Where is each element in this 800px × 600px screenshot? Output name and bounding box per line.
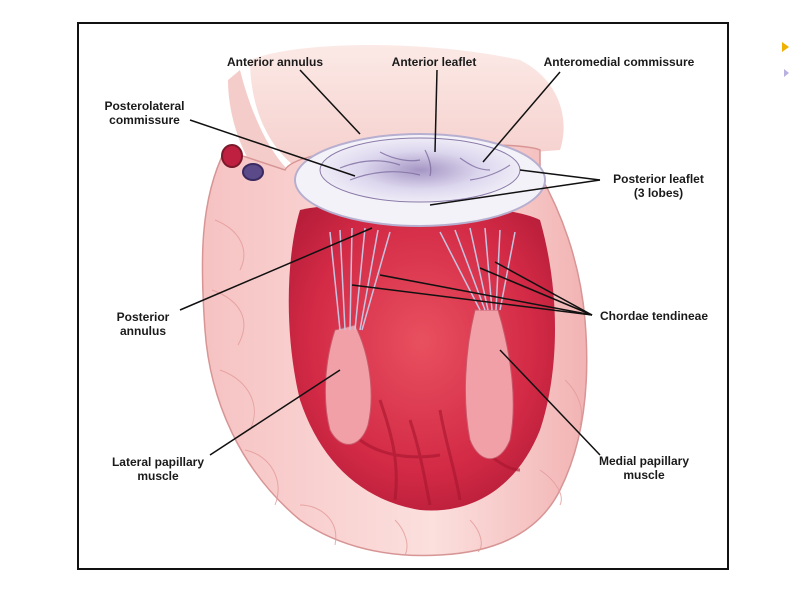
triangle-right-icon[interactable] <box>782 42 789 52</box>
label-anteromedial-commissure: Anteromedial commissure <box>543 55 695 69</box>
label-lateral-papillary-muscle: Lateral papillary muscle <box>111 455 205 483</box>
label-medial-papillary-muscle: Medial papillary muscle <box>598 454 690 482</box>
label-posterolateral-commissure: Posterolateral commissure <box>104 99 185 127</box>
wall-trabeculae <box>211 219 583 556</box>
leader-lines <box>179 69 601 456</box>
coronary-artery <box>221 144 243 168</box>
label-anterior-leaflet: Anterior leaflet <box>391 55 477 69</box>
coronary-vein <box>242 163 264 181</box>
leaflet-folds <box>339 149 511 181</box>
atrial-wall <box>250 45 564 170</box>
label-posterior-leaflet: Posterior leaflet (3 lobes) <box>613 172 704 200</box>
aortic-root <box>228 70 300 200</box>
label-posterior-annulus: Posterior annulus <box>116 310 170 338</box>
label-chordae-tendineae: Chordae tendineae <box>600 309 709 323</box>
label-anterior-annulus: Anterior annulus <box>226 55 323 69</box>
triangle-right-small-icon[interactable] <box>784 69 789 77</box>
